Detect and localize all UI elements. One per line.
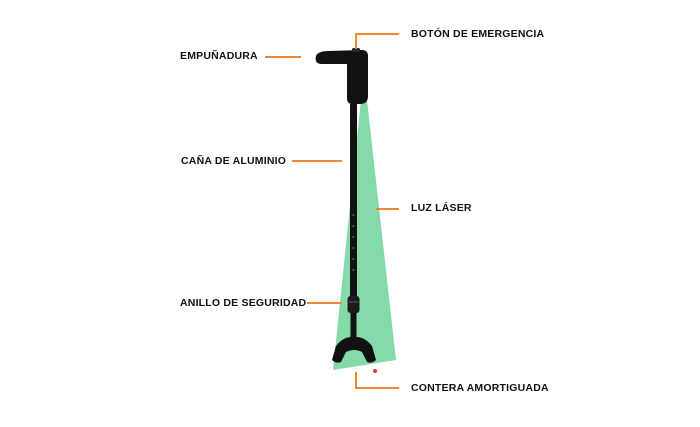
lower-shaft <box>350 313 357 337</box>
laser-dot <box>373 369 377 373</box>
safety-ring <box>347 296 360 313</box>
label-cushioned-tip: CONTERA AMORTIGUADA <box>411 382 549 394</box>
leader-tip <box>355 387 399 389</box>
leader-emergency <box>355 33 399 35</box>
label-aluminum-shaft: CAÑA DE ALUMINIO <box>181 155 287 167</box>
emergency-button-icon <box>352 48 360 52</box>
label-emergency-button: BOTÓN DE EMERGENCIA <box>411 28 545 40</box>
leader-safety-ring <box>307 302 342 304</box>
adjustment-holes <box>352 213 355 272</box>
cushioned-tip <box>332 336 376 363</box>
leader-laser <box>376 208 399 210</box>
leader-emergency-vertical <box>355 33 357 49</box>
cane-handle <box>315 50 368 104</box>
label-laser-light: LUZ LÁSER <box>411 202 472 214</box>
label-handle: EMPUÑADURA <box>180 50 258 62</box>
safety-ring-groove <box>348 301 359 303</box>
leader-handle <box>265 56 301 58</box>
aluminum-shaft <box>350 104 357 300</box>
label-safety-ring: ANILLO DE SEGURIDAD <box>180 297 307 309</box>
leader-tip-vertical <box>355 372 357 388</box>
leader-aluminum-shaft <box>292 160 342 162</box>
laser-beam <box>333 100 396 370</box>
